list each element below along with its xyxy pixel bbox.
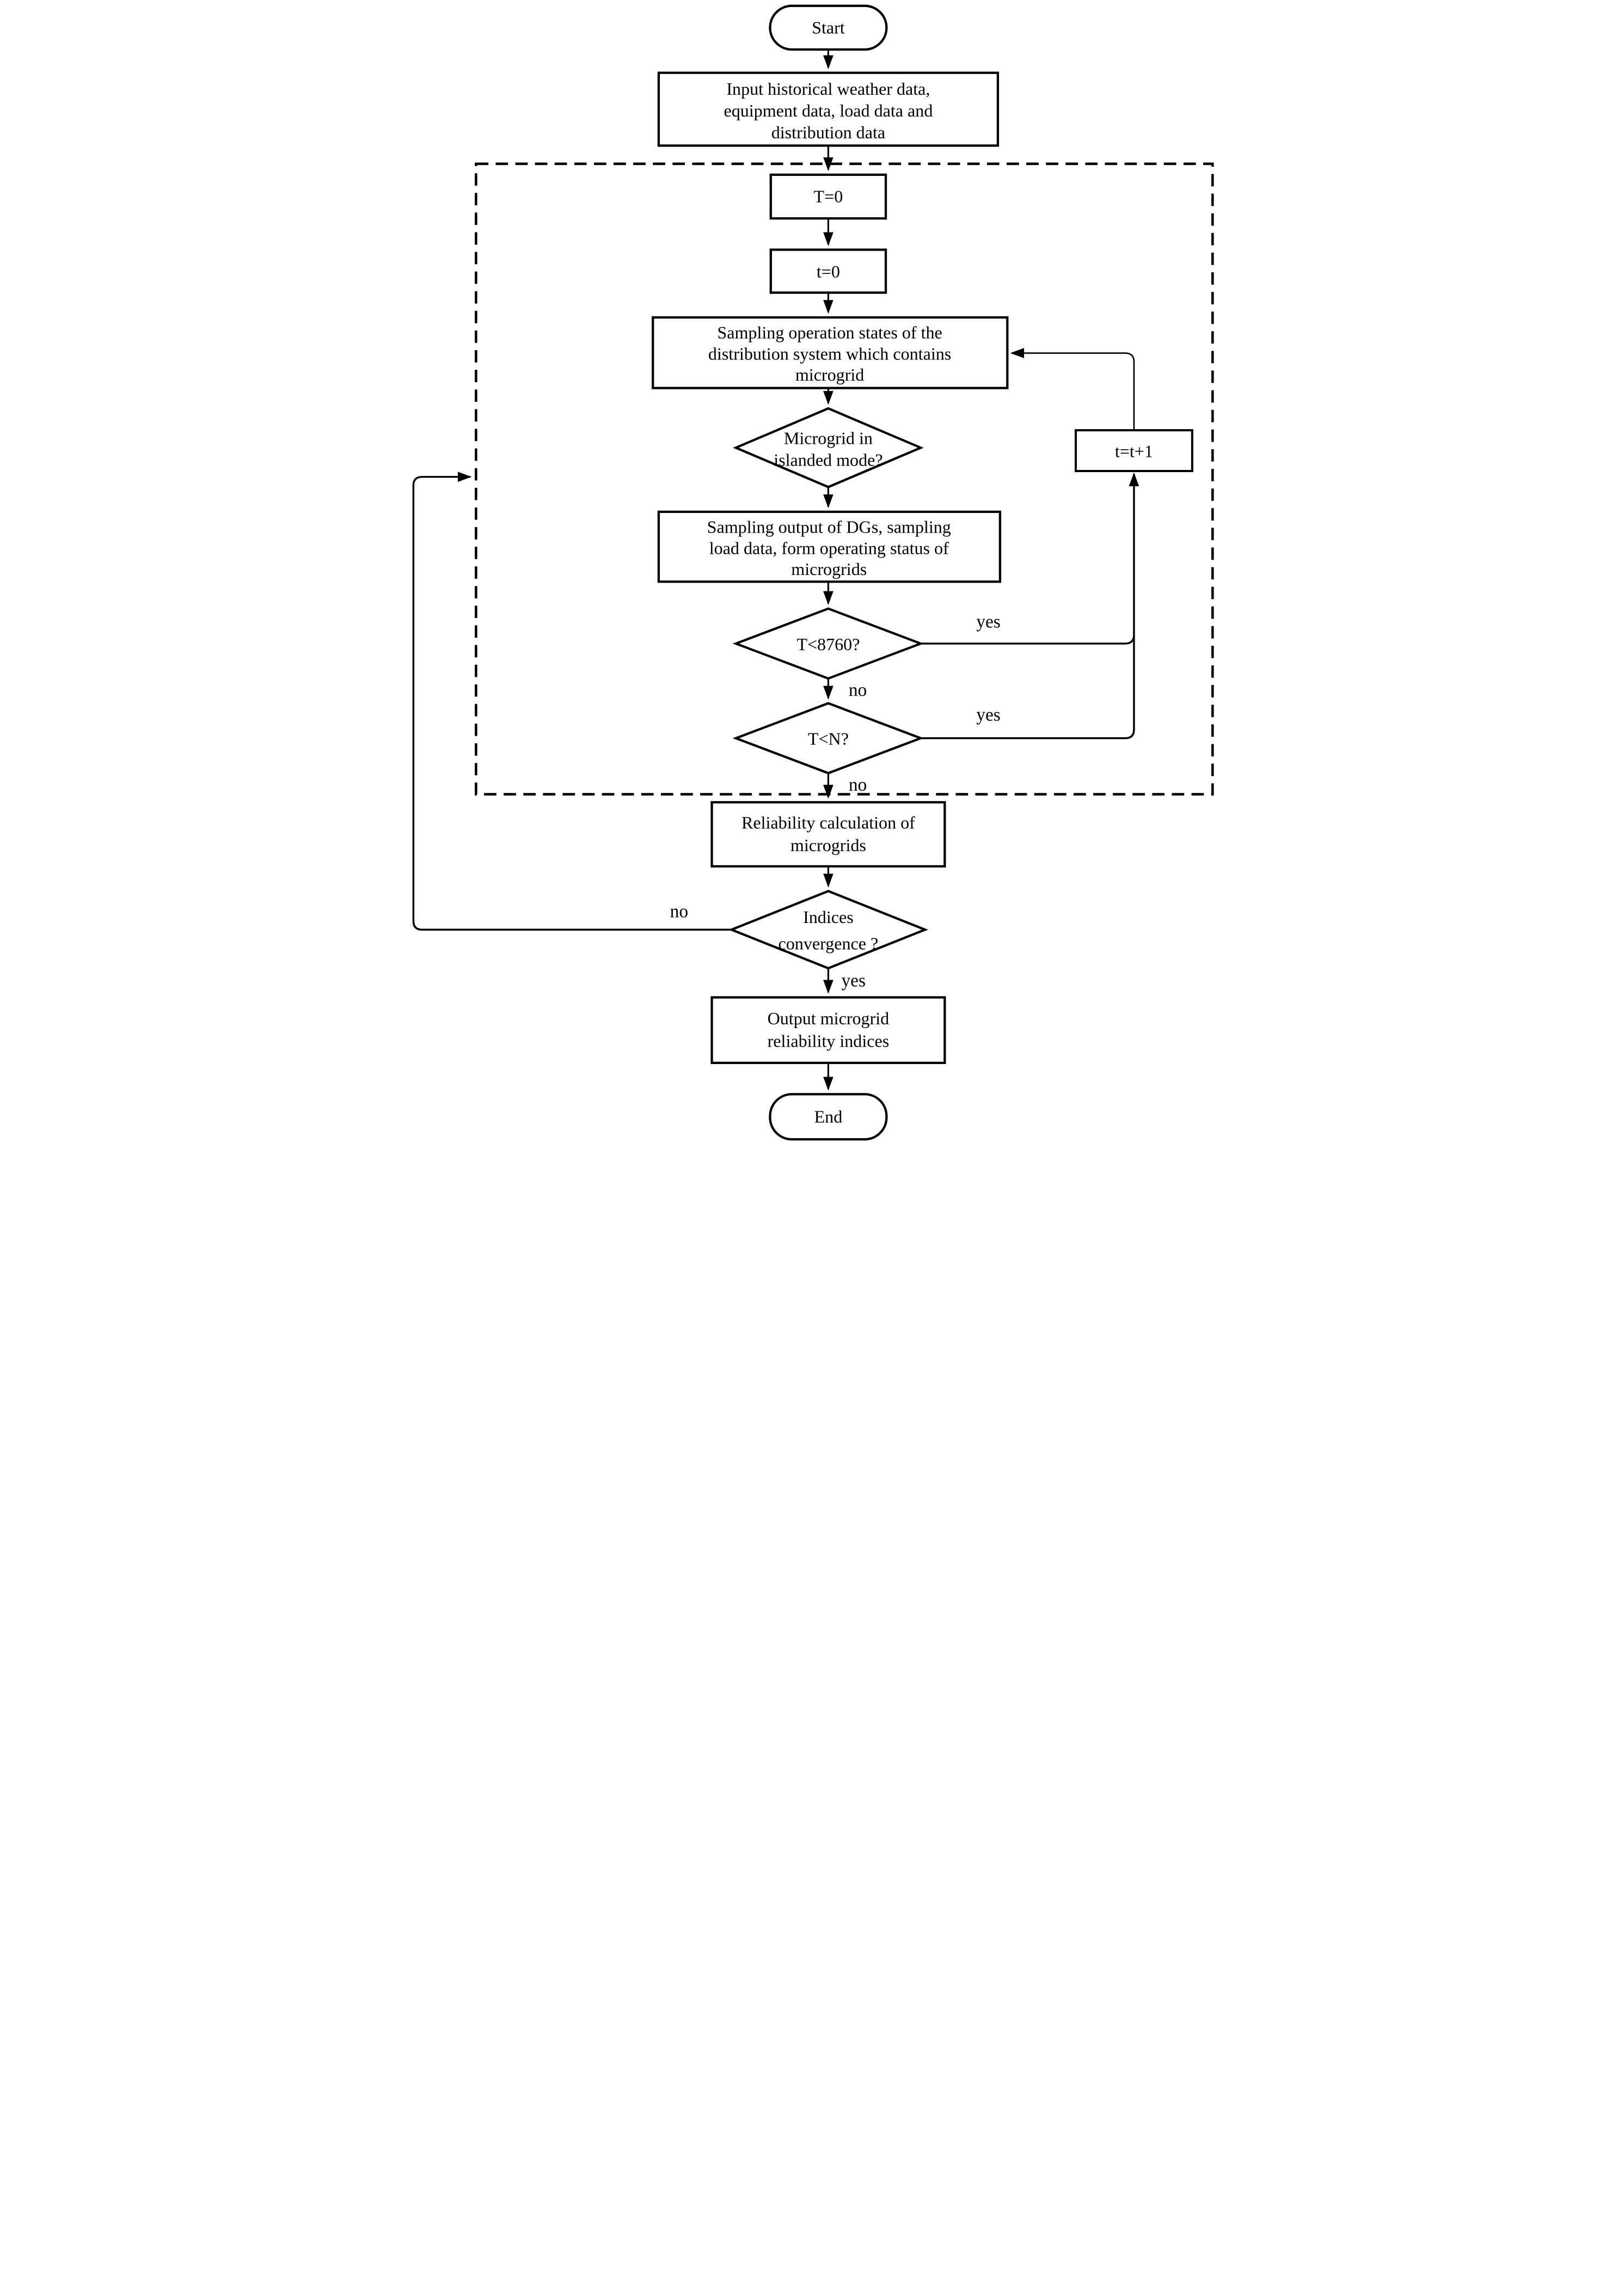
input-data-shape [657, 71, 999, 147]
node-convergence-decision: Indices convergence ? [728, 890, 928, 970]
node-sampling-output: Sampling output of DGs, sampling load da… [657, 510, 1001, 583]
node-T-init: T=0 [769, 173, 887, 220]
islanded-decision-line1: Microgrid in [783, 429, 872, 448]
start-label: Start [812, 17, 845, 37]
output-indices-shape [710, 996, 946, 1065]
t-init-label: t=0 [816, 261, 839, 281]
reliability-calc-shape [710, 801, 946, 868]
sampling-states-line1: Sampling operation states of the [717, 323, 942, 343]
node-input-data: Input historical weather data, equipment… [657, 71, 999, 147]
end-label: End [814, 1107, 842, 1127]
hour-no-label: no [848, 680, 866, 700]
sample-yes-label: yes [976, 705, 1001, 725]
convergence-decision-shape [728, 890, 928, 970]
flowchart-page: Start Input historical weather data, equ… [406, 0, 1218, 1148]
sampling-output-line2: load data, form operating status of [709, 538, 948, 558]
convergence-no-label: no [670, 902, 688, 922]
T-init-label: T=0 [813, 187, 843, 206]
node-t-init: t=0 [769, 248, 887, 294]
sampling-output-line1: Sampling output of DGs, sampling [707, 517, 951, 537]
t-increment-shape [1074, 429, 1193, 472]
hour-yes-label: yes [976, 612, 1001, 632]
sampling-states-line3: microgrid [795, 365, 864, 384]
sampling-states-shape [651, 316, 1008, 389]
reliability-calc-line1: Reliability calculation of [741, 812, 915, 832]
hour-decision-shape [732, 607, 924, 680]
edge-t-increment-to-sampling-states [1010, 348, 1135, 431]
sampling-output-shape [657, 510, 1001, 583]
sampling-output-line3: microgrids [791, 559, 867, 579]
node-hour-decision: T<8760? [732, 607, 924, 680]
sample-no-label: no [848, 775, 866, 795]
islanded-decision-shape [732, 407, 924, 488]
simulation-loop-dashed-region [474, 162, 1214, 796]
edge-hour-yes-to-loop [920, 634, 1135, 645]
convergence-yes-label: yes [841, 971, 866, 991]
convergence-decision-line2: convergence ? [778, 933, 878, 953]
node-sample-decision: T<N? [732, 702, 924, 775]
hour-decision-label: T<8760? [796, 634, 860, 654]
sample-decision-shape [732, 702, 924, 775]
sampling-states-line2: distribution system which contains [708, 344, 951, 363]
input-data-line3: distribution data [771, 123, 885, 142]
t-init-shape [769, 248, 887, 294]
edge-sample-yes-to-t-increment [920, 472, 1139, 739]
t-increment-label: t=t+1 [1114, 442, 1153, 461]
output-indices-line2: reliability indices [767, 1031, 889, 1050]
input-data-line1: Input historical weather data, [726, 79, 930, 99]
flowchart-canvas: Start Input historical weather data, equ… [412, 4, 1214, 1141]
end-terminator-shape [768, 1093, 888, 1141]
output-indices-line1: Output microgrid [767, 1008, 889, 1028]
convergence-decision-line1: Indices [803, 907, 854, 927]
reliability-calc-line2: microgrids [790, 835, 866, 855]
input-data-line2: equipment data, load data and [724, 101, 933, 120]
islanded-decision-line2: islanded mode? [774, 450, 883, 470]
node-start: Start [768, 4, 888, 51]
node-t-increment: t=t+1 [1074, 429, 1193, 472]
node-output-indices: Output microgrid reliability indices [710, 996, 946, 1065]
start-terminator-shape [768, 4, 888, 51]
sample-decision-label: T<N? [807, 729, 848, 749]
node-sampling-states: Sampling operation states of the distrib… [651, 316, 1008, 389]
T-init-shape [769, 173, 887, 220]
node-end: End [768, 1093, 888, 1141]
node-reliability-calc: Reliability calculation of microgrids [710, 801, 946, 868]
node-islanded-decision: Microgrid in islanded mode? [732, 407, 924, 488]
edge-convergence-no-feedback [412, 472, 732, 931]
